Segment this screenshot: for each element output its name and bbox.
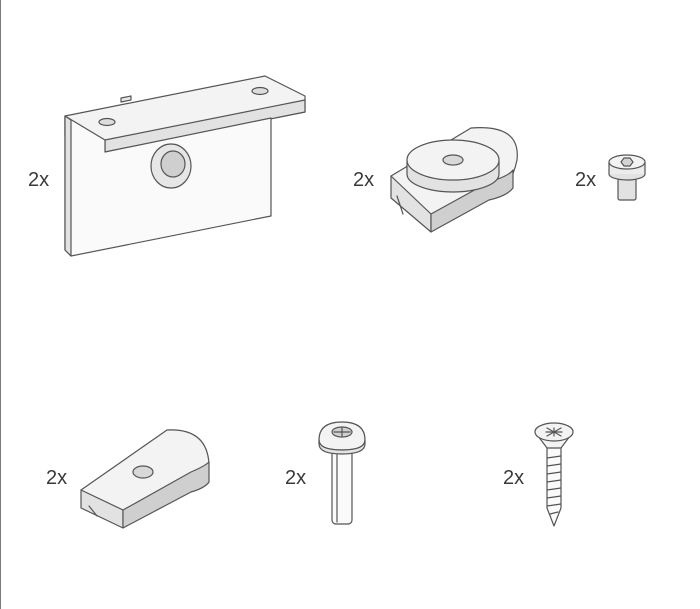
- roller-block-quantity: 2x: [353, 169, 374, 191]
- spacer-block-quantity: 2x: [46, 467, 67, 489]
- wood-screw-part: 2x: [503, 422, 574, 527]
- angle-bracket-quantity: 2x: [28, 169, 49, 191]
- machine-screw-part: 2x: [285, 421, 366, 525]
- hex-bolt-quantity: 2x: [575, 169, 596, 191]
- wood-screw-quantity: 2x: [503, 467, 524, 489]
- spacer-block-part: 2x: [46, 429, 210, 529]
- hex-bolt-part: 2x: [575, 154, 646, 201]
- machine-screw-quantity: 2x: [285, 467, 306, 489]
- angle-bracket-part: 2x: [28, 75, 306, 257]
- roller-block-part: 2x: [353, 127, 518, 233]
